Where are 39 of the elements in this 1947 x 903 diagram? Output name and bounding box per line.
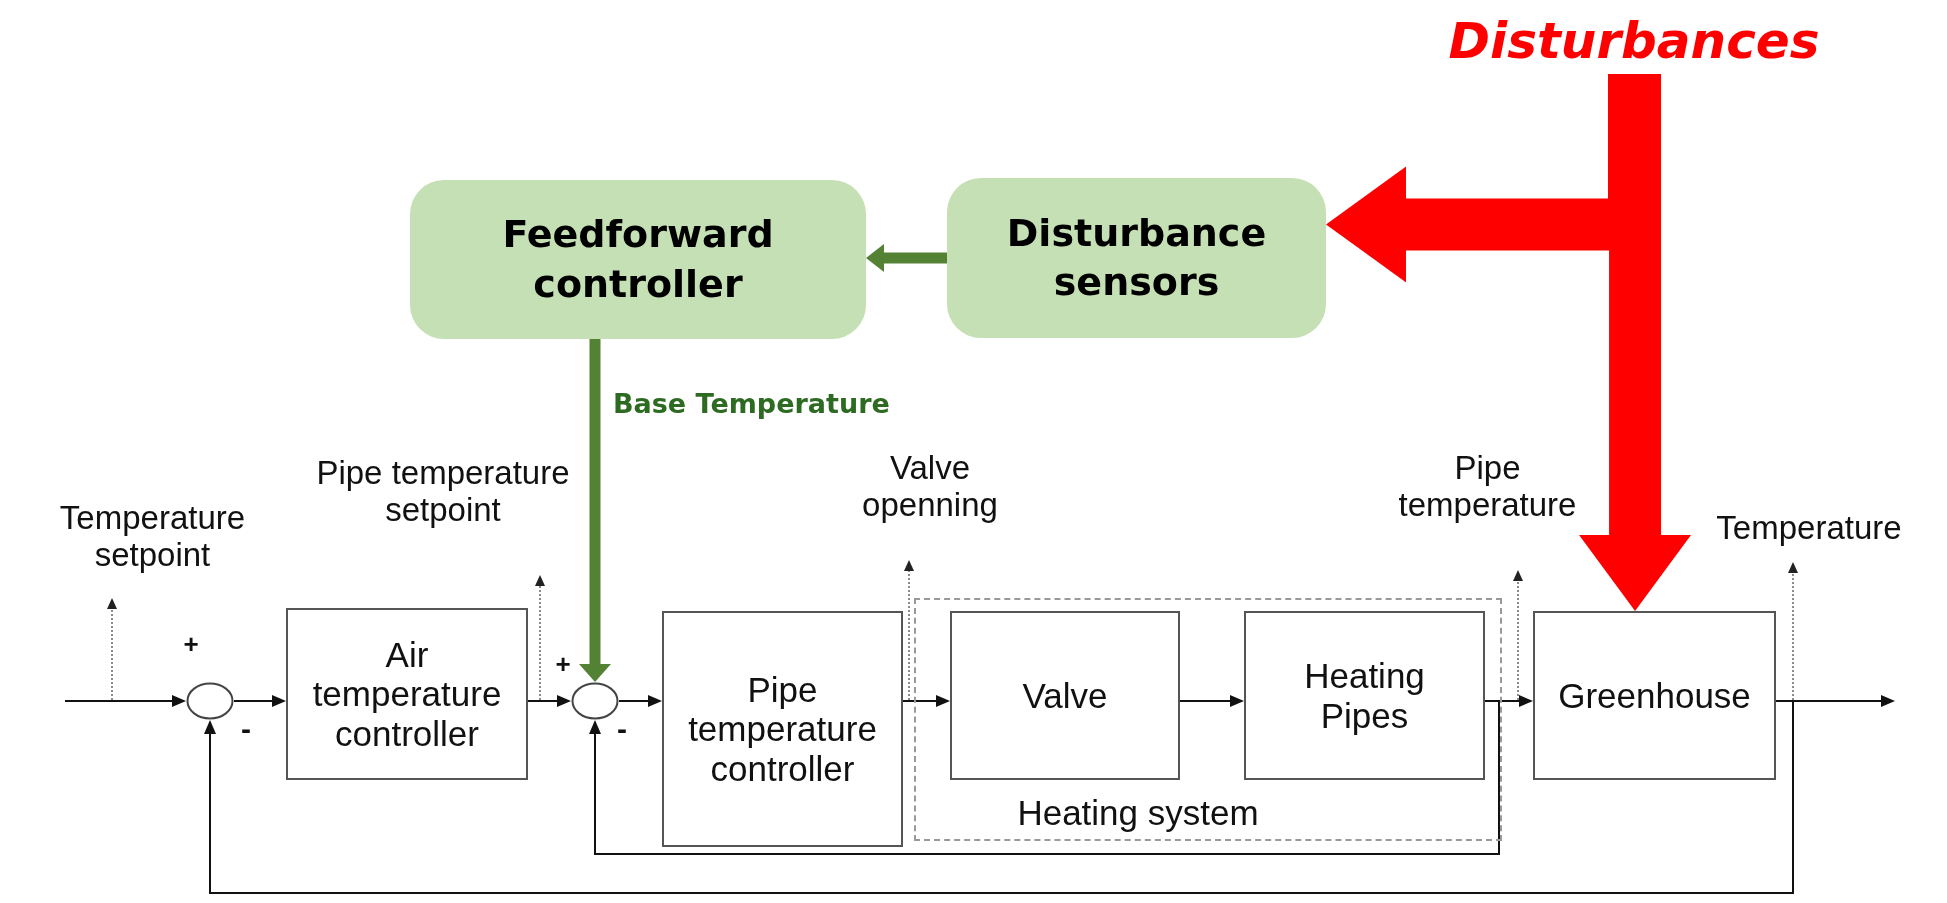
arrow xyxy=(1179,695,1244,707)
arrow xyxy=(618,695,662,707)
node-label: Valve xyxy=(1022,675,1108,716)
arrow xyxy=(866,244,947,272)
feedback-arrow xyxy=(204,700,1794,894)
heading-text: Disturbances xyxy=(1380,8,1888,74)
group-label: Heating system xyxy=(1017,793,1259,833)
node-label: Air temperature controller xyxy=(311,635,503,753)
controller-box xyxy=(947,178,1326,338)
signal-label: Pipe temperature xyxy=(1397,450,1578,524)
feedback-arrow xyxy=(589,700,1500,855)
process-box xyxy=(1244,611,1485,780)
process-box xyxy=(286,608,528,780)
node-label: Greenhouse xyxy=(1558,675,1751,716)
process-box xyxy=(950,611,1180,780)
signal-label: Temperature xyxy=(1715,510,1903,547)
node-label: Pipe temperature controller xyxy=(687,670,878,788)
process-box xyxy=(662,611,903,847)
signal-label: Pipe temperature setpoint xyxy=(315,455,571,529)
sign-label: - xyxy=(616,712,628,746)
arrow xyxy=(902,695,950,707)
arrow xyxy=(579,339,611,682)
signal-label: Temperature setpoint xyxy=(58,500,247,574)
arrow xyxy=(1579,74,1692,611)
arrow xyxy=(527,695,571,707)
process-box xyxy=(1533,611,1776,780)
node-label: Heating Pipes xyxy=(1303,656,1426,735)
arrow xyxy=(233,695,286,707)
sign-label: + xyxy=(182,630,200,660)
node-label: Feedforward controller xyxy=(501,211,775,308)
sign-label: + xyxy=(554,650,572,680)
group-box xyxy=(914,598,1502,841)
summing-junction xyxy=(571,682,619,720)
controller-box xyxy=(410,180,866,339)
summing-junction xyxy=(186,682,234,720)
sign-label: - xyxy=(240,712,252,746)
arrow xyxy=(64,695,186,707)
signal-label: Valve openning xyxy=(861,450,999,524)
node-label: Disturbance sensors xyxy=(1005,209,1268,306)
